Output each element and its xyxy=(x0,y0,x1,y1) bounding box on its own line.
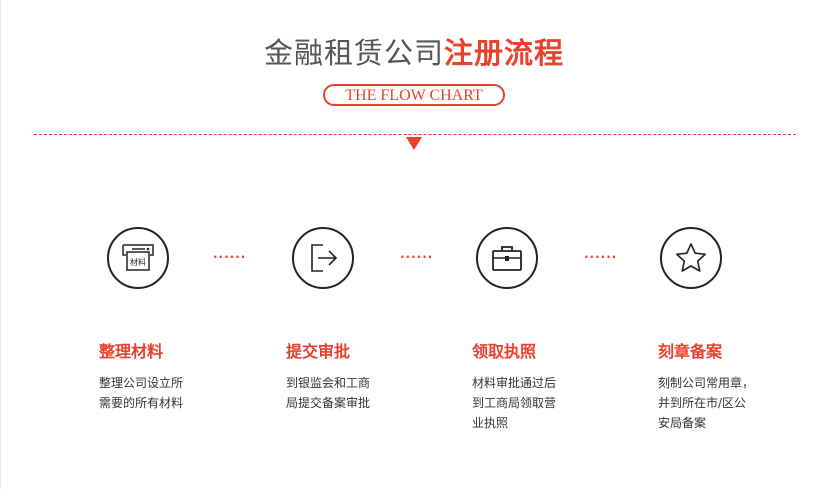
step-title: 刻章备案 xyxy=(658,342,723,361)
star-icon xyxy=(660,227,722,289)
page-title: 金融租赁公司注册流程 xyxy=(263,36,565,70)
step-title: 提交审批 xyxy=(286,342,351,361)
briefcase-icon xyxy=(476,227,538,289)
exit-arrow-icon xyxy=(292,227,354,289)
step-description: 整理公司设立所需要的所有材料 xyxy=(99,376,184,410)
step-description: 刻制公司常用章，并到所在市/区公安局备案 xyxy=(658,376,755,430)
connector-dots: ······ xyxy=(400,250,434,264)
step-title: 整理材料 xyxy=(99,342,164,361)
divider xyxy=(34,134,796,135)
step-description: 到银监会和工商局提交备案审批 xyxy=(286,376,371,410)
connector-dots: ······ xyxy=(584,250,618,264)
step-title: 领取执照 xyxy=(472,342,537,361)
connector-dots: ······ xyxy=(213,250,247,264)
document-printer-icon: 材料 xyxy=(107,227,169,289)
down-triangle-icon xyxy=(406,137,422,150)
subtitle-badge: THE FLOW CHART xyxy=(323,84,505,106)
svg-text:材料: 材料 xyxy=(130,257,146,267)
step-description: 材料审批通过后到工商局领取营业执照 xyxy=(472,376,557,430)
